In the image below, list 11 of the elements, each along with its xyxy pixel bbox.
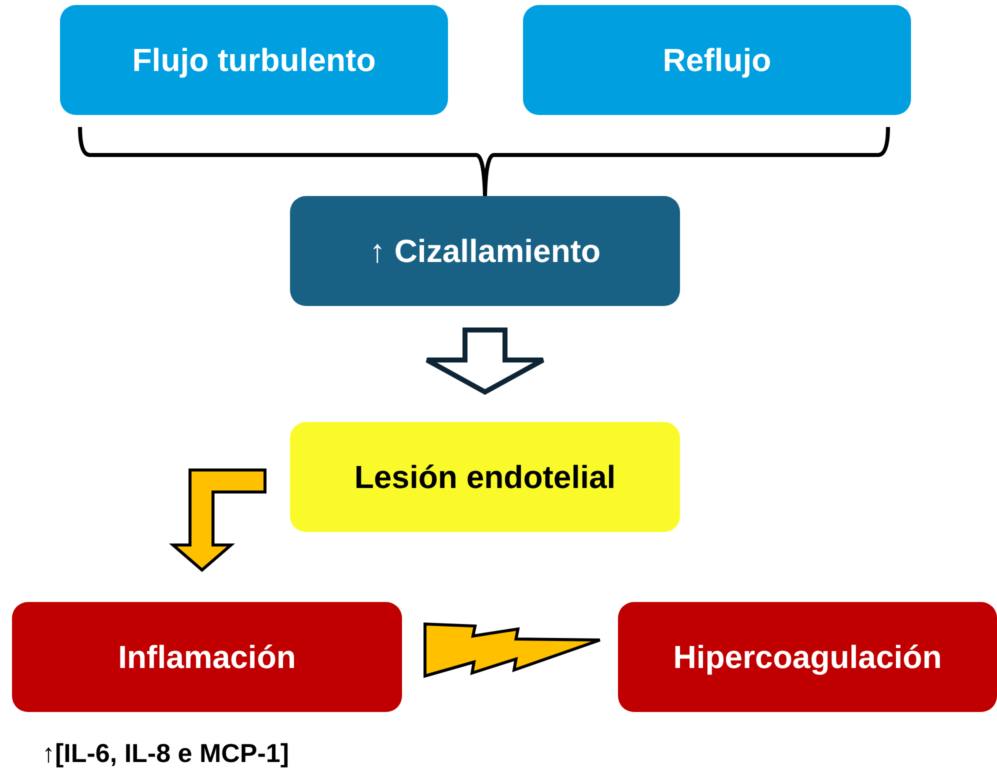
annotation-text: ↑[IL-6, IL-8 e MCP-1] [42, 737, 290, 770]
process-box: Inflamación [12, 602, 402, 712]
block-arrow [424, 622, 602, 678]
process-box: Flujo turbulento [60, 5, 448, 115]
block-arrow [168, 468, 266, 572]
process-box: Lesión endotelial [290, 422, 680, 532]
process-box: ↑ Cizallamiento [290, 196, 680, 306]
process-box: Hipercoagulación [618, 602, 997, 712]
process-box: Reflujo [523, 5, 911, 115]
block-arrow [424, 328, 546, 395]
brace-line [483, 126, 890, 196]
